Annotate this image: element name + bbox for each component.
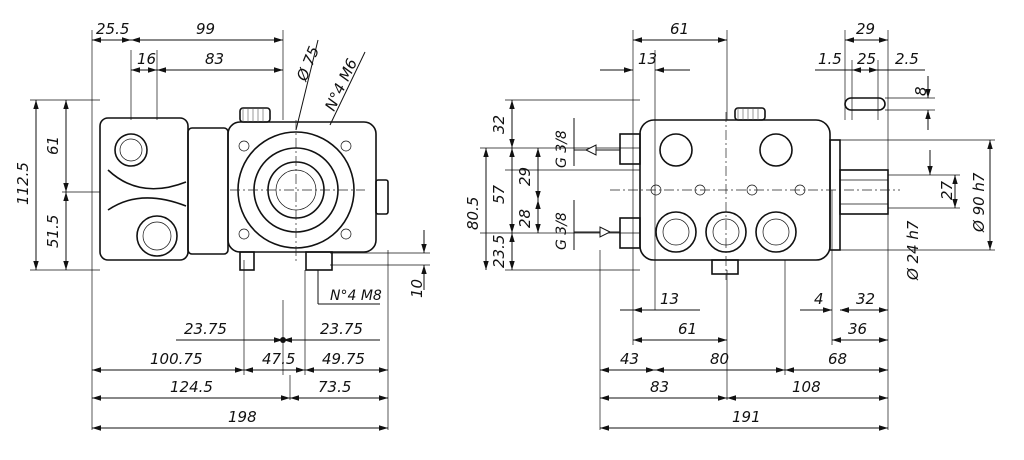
dim-r-28: 28 (516, 209, 534, 228)
dim-r-25: 25 (857, 50, 876, 68)
dim-25-5: 25.5 (96, 20, 129, 38)
dim-23-75-left: 23.75 (184, 320, 227, 338)
dim-112-5: 112.5 (14, 162, 32, 205)
dim-83: 83 (205, 50, 224, 68)
dim-16: 16 (137, 50, 156, 68)
pump-front-body (99, 107, 389, 271)
dim-r-191: 191 (732, 408, 761, 426)
dim-diameter-75: Ø 75 (293, 44, 323, 85)
dim-r-108: 108 (792, 378, 821, 396)
dim-73-5: 73.5 (318, 378, 351, 396)
dim-r-32-bottom: 32 (856, 290, 875, 308)
dim-r-29-v: 29 (516, 167, 534, 186)
dim-r-32: 32 (490, 115, 508, 134)
dim-49-75: 49.75 (322, 350, 365, 368)
dim-23-75-right: 23.75 (320, 320, 363, 338)
dim-99: 99 (196, 20, 215, 38)
dim-r-43: 43 (620, 350, 639, 368)
dim-r-29: 29 (856, 20, 875, 38)
dim-r-23-5: 23.5 (490, 235, 508, 268)
dim-r-8: 8 (912, 86, 930, 96)
right-view: 61 13 29 1.5 25 2.5 8 80.5 32 57 (464, 20, 995, 431)
dim-n4-m8: N°4 M8 (330, 288, 382, 304)
dim-r-13-bottom: 13 (660, 290, 679, 308)
inlet-arrow-icon (599, 226, 612, 238)
dim-10: 10 (408, 279, 426, 298)
dim-r-2-5: 2.5 (895, 50, 919, 68)
left-view: 25.5 99 16 83 Ø 75 N°4 M6 112.5 61 51.5 … (14, 20, 430, 431)
center-dot (280, 337, 286, 343)
outlet-arrow-icon (584, 144, 597, 156)
pump-side-body (610, 107, 900, 280)
dim-r-80-5: 80.5 (464, 197, 482, 230)
dim-r-80: 80 (710, 350, 729, 368)
dim-r-61-bottom: 61 (678, 320, 697, 338)
port-label-upper: G 3/8 (554, 130, 570, 168)
dim-r-27: 27 (938, 180, 956, 200)
dim-198: 198 (228, 408, 257, 426)
dim-n4-m6: N°4 M6 (321, 56, 361, 114)
dim-51-5: 51.5 (44, 215, 62, 248)
dim-r-57: 57 (490, 184, 508, 204)
dim-r-13-top: 13 (638, 50, 657, 68)
dim-r-diameter-90: Ø 90 h7 (970, 172, 988, 233)
dim-r-4: 4 (814, 290, 824, 308)
dim-r-83: 83 (650, 378, 669, 396)
dim-61: 61 (44, 136, 62, 155)
dim-r-61-top: 61 (670, 20, 689, 38)
dim-r-diameter-24: Ø 24 h7 (904, 220, 922, 281)
dim-r-36: 36 (848, 320, 867, 338)
dim-124-5: 124.5 (170, 378, 213, 396)
dim-100-75: 100.75 (150, 350, 203, 368)
dim-r-68: 68 (828, 350, 847, 368)
port-label-lower: G 3/8 (554, 212, 570, 250)
dim-r-1-5: 1.5 (818, 50, 842, 68)
dim-47-5: 47.5 (262, 350, 295, 368)
